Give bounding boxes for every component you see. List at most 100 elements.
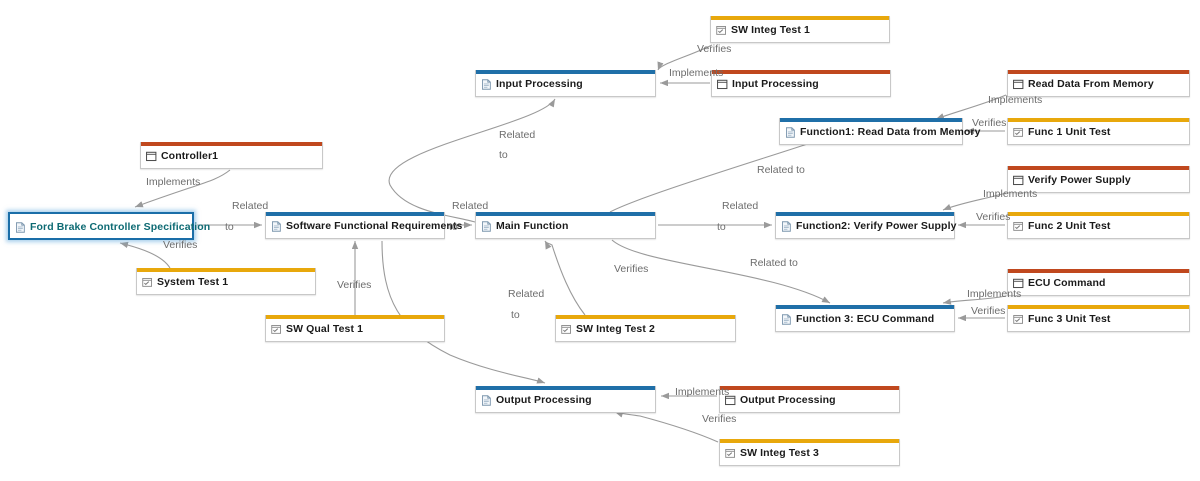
node-type-bar: [776, 305, 954, 309]
connector-related-sfr-output: [381, 240, 546, 384]
edge-label-el_verifies_7: Verifies: [971, 305, 1006, 317]
document-icon: [786, 127, 795, 138]
connector-implements-spec: [134, 169, 231, 208]
diagram-node-n_ecu_blk[interactable]: ECU Command: [1007, 269, 1190, 296]
diagram-node-n_sw_integ_3[interactable]: SW Integ Test 3: [719, 439, 900, 466]
node-type-bar: [1008, 70, 1189, 74]
node-content: Ford Brake Controller Specification: [10, 214, 210, 240]
node-type-bar: [1008, 118, 1189, 122]
node-type-bar: [720, 386, 899, 390]
node-label: Read Data From Memory: [1028, 78, 1154, 90]
node-label: Software Functional Requirements: [286, 220, 463, 232]
node-label: Controller1: [161, 150, 219, 162]
node-label: Input Processing: [732, 78, 819, 90]
node-label: SW Qual Test 1: [286, 323, 364, 335]
edge-label-el_related_2: Related to: [757, 164, 805, 176]
document-icon: [272, 221, 281, 232]
edge-label-el_to_5: to: [511, 309, 520, 321]
test-icon: [142, 278, 152, 287]
node-label: SW Integ Test 2: [576, 323, 655, 335]
document-icon: [782, 221, 791, 232]
node-type-bar: [712, 70, 890, 74]
node-content: System Test 1: [137, 272, 315, 293]
edge-label-el_verifies_1: Verifies: [697, 43, 732, 55]
edge-label-el_implements_5: Implements: [967, 288, 1022, 300]
node-label: Main Function: [496, 220, 569, 232]
document-icon: [482, 395, 491, 406]
node-type-bar: [776, 212, 954, 216]
connector-verifies-output: [614, 411, 719, 443]
node-type-bar: [780, 118, 962, 122]
diagram-node-n_func3[interactable]: Function 3: ECU Command: [775, 305, 955, 332]
node-content: Function 3: ECU Command: [776, 309, 954, 330]
edge-label-el_verifies_2: Verifies: [972, 117, 1007, 129]
diagram-node-n_output_blk[interactable]: Output Processing: [719, 386, 900, 413]
edge-label-el_related_4: Related: [452, 200, 489, 212]
connector-implements-func3: [942, 295, 1007, 305]
test-icon: [271, 325, 281, 334]
document-icon: [482, 79, 491, 90]
node-content: SW Integ Test 3: [720, 443, 899, 464]
node-content: Main Function: [476, 216, 655, 237]
connector-verifies-main: [544, 240, 586, 316]
edge-label-el_related_3: Related: [232, 200, 269, 212]
edge-label-el_verifies_8: Verifies: [702, 413, 737, 425]
node-type-bar: [1008, 212, 1189, 216]
diagram-node-n_func3_test[interactable]: Func 3 Unit Test: [1007, 305, 1190, 332]
connector-verifies-input: [657, 44, 713, 71]
diagram-node-n_sfr[interactable]: Software Functional Requirements: [265, 212, 462, 239]
document-icon: [482, 221, 491, 232]
diagram-node-n_sw_qual_1[interactable]: SW Qual Test 1: [265, 315, 445, 342]
edge-label-el_related_7: Related: [508, 288, 545, 300]
edge-label-el_verifies_6: Verifies: [337, 279, 372, 291]
node-content: Output Processing: [476, 390, 655, 411]
edge-label-el_to_1: to: [499, 149, 508, 161]
edge-label-el_implements_6: Implements: [675, 386, 730, 398]
node-label: Func 3 Unit Test: [1028, 313, 1111, 325]
diagram-node-n_func2[interactable]: Function2: Verify Power Supply: [775, 212, 956, 239]
node-content: Function2: Verify Power Supply: [776, 216, 956, 237]
diagram-node-n_ford_spec[interactable]: Ford Brake Controller Specification: [8, 212, 210, 240]
test-icon: [1013, 315, 1023, 324]
node-label: SW Integ Test 3: [740, 447, 819, 459]
node-content: SW Qual Test 1: [266, 319, 444, 340]
edge-label-el_related_5: Related: [722, 200, 759, 212]
connector-verifies-spec: [119, 241, 171, 269]
node-type-bar: [266, 212, 444, 216]
diagram-node-n_verify_pwr[interactable]: Verify Power Supply: [1007, 166, 1190, 193]
diagram-node-n_sw_integ_1[interactable]: SW Integ Test 1: [710, 16, 890, 43]
diagram-node-n_system_test[interactable]: System Test 1: [136, 268, 316, 295]
node-type-bar: [476, 386, 655, 390]
node-type-bar: [1008, 269, 1189, 273]
diagram-node-n_func2_test[interactable]: Func 2 Unit Test: [1007, 212, 1190, 239]
block-icon: [717, 79, 728, 90]
node-type-bar: [720, 439, 899, 443]
diagram-node-n_input_blk[interactable]: Input Processing: [711, 70, 891, 97]
edge-label-el_to_3: to: [449, 221, 458, 233]
node-type-bar: [141, 142, 322, 146]
edge-label-el_verifies_4: Verifies: [163, 239, 198, 251]
diagram-node-n_input_req[interactable]: Input Processing: [475, 70, 656, 97]
edge-label-el_related_1: Related: [499, 129, 536, 141]
edge-label-el_related_6: Related to: [750, 257, 798, 269]
edge-label-el_verifies_3: Verifies: [976, 211, 1011, 223]
test-icon: [1013, 128, 1023, 137]
diagram-node-n_main_func[interactable]: Main Function: [475, 212, 656, 239]
diagram-node-n_read_blk[interactable]: Read Data From Memory: [1007, 70, 1190, 97]
diagram-node-n_func1[interactable]: Function1: Read Data from Memory: [779, 118, 980, 145]
node-content: Software Functional Requirements: [266, 216, 462, 237]
diagram-node-n_func1_test[interactable]: Func 1 Unit Test: [1007, 118, 1190, 145]
diagram-node-n_sw_integ_2[interactable]: SW Integ Test 2: [555, 315, 736, 342]
node-label: Verify Power Supply: [1028, 174, 1131, 186]
node-content: Func 1 Unit Test: [1008, 122, 1189, 143]
diagram-node-n_output_req[interactable]: Output Processing: [475, 386, 656, 413]
node-label: Function1: Read Data from Memory: [800, 126, 981, 138]
edge-label-el_to_4: to: [717, 221, 726, 233]
diagram-node-n_controller1[interactable]: Controller1: [140, 142, 323, 169]
node-content: Input Processing: [712, 74, 890, 95]
node-label: SW Integ Test 1: [731, 24, 810, 36]
node-label: Output Processing: [740, 394, 836, 406]
node-label: Input Processing: [496, 78, 583, 90]
